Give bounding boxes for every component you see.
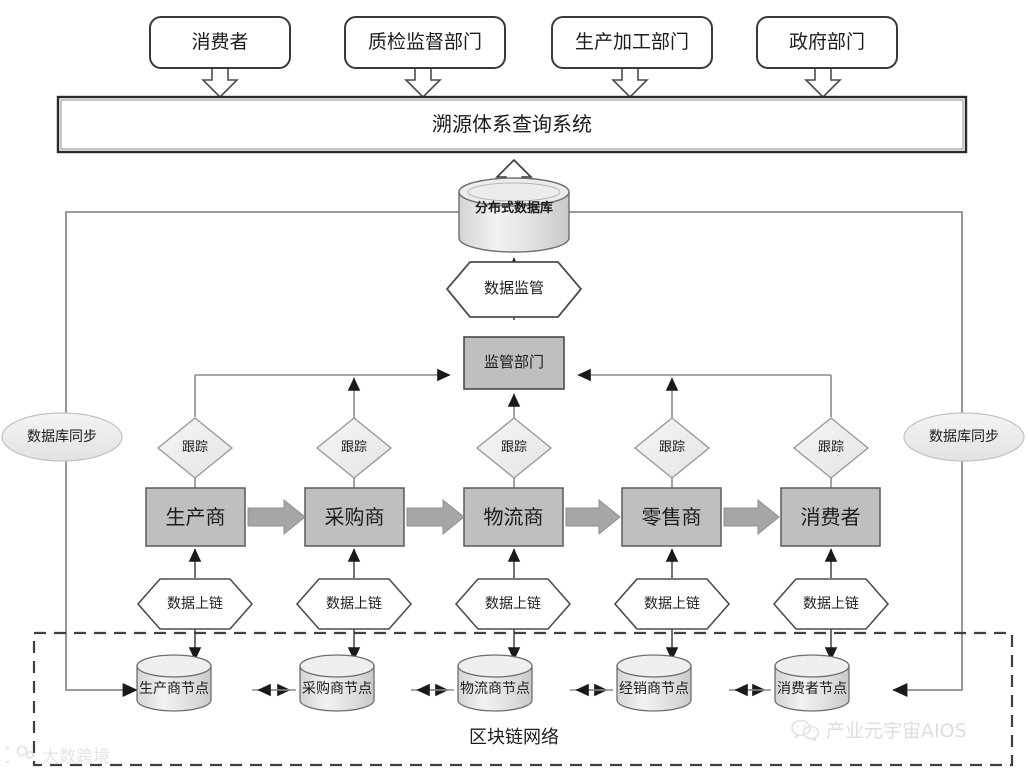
query-system-label[interactable]: 溯源体系查询系统 <box>432 112 592 136</box>
watermark-right-text: 产业元宇宙AIOS <box>826 720 967 742</box>
track-label-5[interactable]: 跟踪 <box>817 439 844 455</box>
left-sync-label[interactable]: 数据库同步 <box>27 428 97 445</box>
stakeholder-label-government[interactable]: 政府部门 <box>788 30 865 53</box>
chain-actor-consumer[interactable]: 消费者 <box>800 504 861 529</box>
upload-label-2[interactable]: 数据上链 <box>326 595 382 612</box>
upload-label-3[interactable]: 数据上链 <box>485 595 541 612</box>
watermark-left-text: 大数跨境 <box>42 747 110 767</box>
distributed-database-cylinder <box>458 177 570 253</box>
chain-actor-retailer[interactable]: 零售商 <box>641 504 702 529</box>
left-sync-line <box>65 211 459 698</box>
upload-label-1[interactable]: 数据上链 <box>167 595 223 612</box>
upload-hexagons <box>136 578 890 630</box>
stakeholder-label-production[interactable]: 生产加工部门 <box>574 30 689 53</box>
data-supervision-hexagon <box>445 261 583 318</box>
chain-actor-logistics[interactable]: 物流商 <box>483 504 544 529</box>
track-label-4[interactable]: 跟踪 <box>658 439 685 455</box>
track-label-3[interactable]: 跟踪 <box>500 439 527 455</box>
node-label-logistics[interactable]: 物流商节点 <box>460 680 530 697</box>
blockchain-network-label: 区块链网络 <box>469 726 559 748</box>
chain-flow-arrows <box>247 498 780 536</box>
watermark-right: 产业元宇宙AIOS <box>790 716 967 743</box>
node-label-purchaser[interactable]: 采购商节点 <box>302 680 372 697</box>
stakeholder-boxes <box>149 16 898 69</box>
upload-label-5[interactable]: 数据上链 <box>803 595 859 612</box>
supervision-department-label[interactable]: 监管部门 <box>483 353 544 372</box>
right-sync-ellipse <box>903 412 1025 462</box>
query-system-box <box>56 95 968 154</box>
wechat-icon <box>791 719 820 741</box>
data-supervision-label[interactable]: 数据监管 <box>483 279 544 298</box>
left-sync-ellipse <box>1 412 123 462</box>
track-label-1[interactable]: 跟踪 <box>181 439 208 455</box>
upload-label-4[interactable]: 数据上链 <box>644 595 700 612</box>
node-label-distributor[interactable]: 经销商节点 <box>619 680 689 697</box>
node-label-producer[interactable]: 生产商节点 <box>139 680 209 697</box>
track-diamonds <box>156 417 870 479</box>
stakeholder-arrows <box>201 67 842 99</box>
chain-actor-producer[interactable]: 生产商 <box>165 504 226 529</box>
dashu-logo-icon <box>6 745 34 763</box>
chain-actor-purchaser[interactable]: 采购商 <box>324 504 385 529</box>
track-label-2[interactable]: 跟踪 <box>340 439 367 455</box>
stakeholder-label-consumer[interactable]: 消费者 <box>191 30 249 53</box>
watermark-left: 大数跨境 <box>6 742 110 767</box>
blockchain-network-boundary <box>32 631 1014 767</box>
supply-chain-boxes <box>145 487 881 547</box>
blockchain-node-cylinders <box>136 654 850 712</box>
right-sync-label[interactable]: 数据库同步 <box>929 428 999 445</box>
supervision-department-box <box>463 336 565 390</box>
node-label-consumer[interactable]: 消费者节点 <box>777 680 847 697</box>
stakeholder-label-quality-inspection[interactable]: 质检监督部门 <box>367 30 482 53</box>
distributed-database-label[interactable]: 分布式数据库 <box>474 200 553 216</box>
